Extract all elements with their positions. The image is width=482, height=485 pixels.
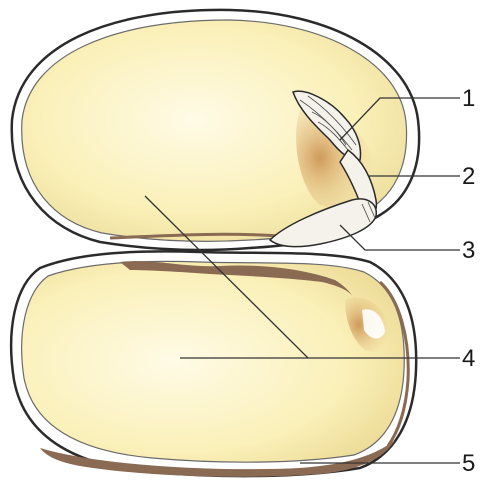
label-3: 3: [462, 237, 475, 264]
label-2: 2: [462, 163, 475, 190]
label-5: 5: [462, 450, 475, 477]
label-4: 4: [462, 345, 475, 372]
number-labels: 1 2 3 4 5: [462, 85, 475, 477]
lower-cotyledon: [11, 251, 416, 476]
lower-cotyledon-body: [22, 261, 405, 462]
label-1: 1: [462, 85, 475, 112]
